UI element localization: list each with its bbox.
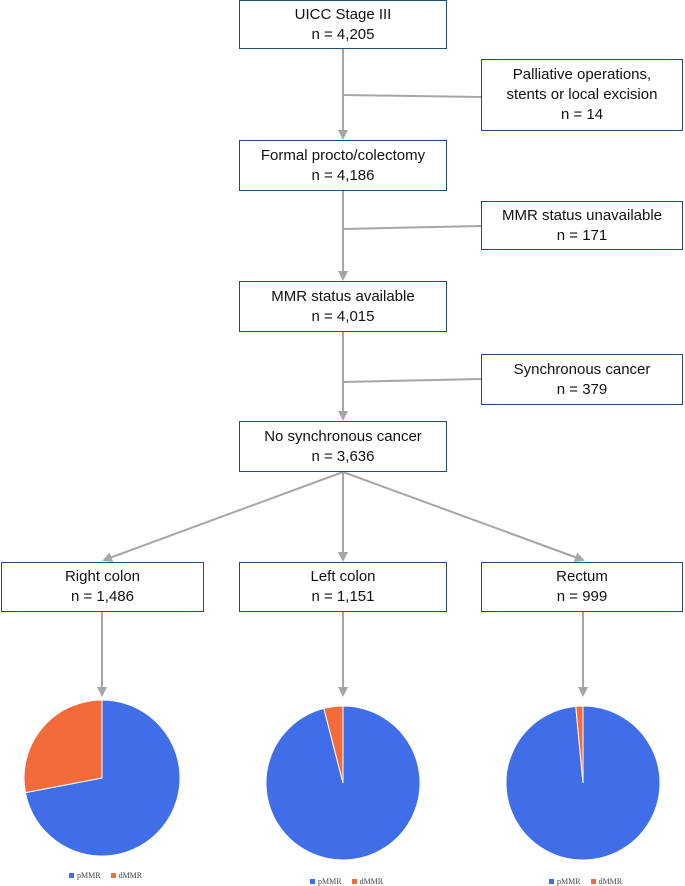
right-colon-box: Right colon n = 1,486 [1, 562, 204, 612]
right-colon-label: Right colon [64, 568, 141, 585]
left-colon-box: Left colon n = 1,151 [239, 562, 447, 612]
synchronous-label: Synchronous cancer [513, 360, 651, 378]
right-colon-count: n = 1,486 [71, 588, 134, 605]
mmr-available-label: MMR status available [271, 287, 415, 305]
legend-item-pmmr: pMMR [310, 877, 342, 886]
legend-item-pmmr: pMMR [69, 871, 101, 880]
mmr-available-box: MMR status available n = 4,015 [239, 281, 447, 332]
legend-label-dmmr: dMMR [359, 877, 384, 886]
pmmr-swatch-icon [310, 879, 315, 884]
arrow-nosync-to-rectum [342, 471, 585, 562]
branch-synchronous [342, 378, 482, 383]
dmmr-swatch-icon [590, 879, 596, 884]
rectum-box: Rectum n = 999 [481, 562, 683, 612]
left-colon-count: n = 1,151 [311, 588, 375, 605]
formal-count: n = 4,186 [311, 166, 375, 184]
palliative-exclusion-box: Palliative operations, stents or local e… [481, 59, 683, 131]
rectum-label: Rectum [556, 568, 608, 585]
branch-palliative [342, 94, 482, 98]
legend-label-dmmr: dMMR [598, 877, 623, 886]
synchronous-cancer-box: Synchronous cancer n = 379 [481, 354, 683, 405]
synchronous-count: n = 379 [556, 380, 608, 398]
rectum-count: n = 999 [556, 588, 608, 605]
legend-label-dmmr: dMMR [118, 871, 143, 880]
legend-item-dmmr: dMMR [590, 877, 623, 886]
pmmr-swatch-icon [69, 873, 74, 878]
palliative-label-1: Palliative operations, [512, 66, 652, 83]
legend-label-pmmr: pMMR [318, 877, 342, 886]
dmmr-swatch-icon [351, 879, 357, 884]
branch-mmr-unavailable [342, 225, 482, 230]
legend-item-dmmr: dMMR [351, 877, 384, 886]
legend-label-pmmr: pMMR [77, 871, 101, 880]
pie-slice-dmmr [23, 699, 103, 794]
left-colon-label: Left colon [310, 568, 376, 585]
mmr-unavailable-box: MMR status unavailable n = 171 [481, 201, 683, 250]
legend-right-colon: pMMR dMMR [69, 871, 142, 880]
palliative-count: n = 14 [560, 106, 604, 123]
arrow-nosync-to-right [102, 471, 344, 562]
stage3-box: UICC Stage III n = 4,205 [239, 0, 447, 49]
mmr-unavailable-label: MMR status unavailable [501, 206, 663, 224]
pie-slice-dmmr [575, 705, 584, 784]
pie-slice-pmmr [24, 699, 181, 857]
stage3-label: UICC Stage III [294, 5, 392, 23]
pie-slice-dmmr [323, 705, 344, 784]
no-synchronous-count: n = 3,636 [311, 447, 375, 465]
formal-colectomy-box: Formal procto/colectomy n = 4,186 [239, 140, 447, 191]
legend-label-pmmr: pMMR [557, 877, 581, 886]
no-synchronous-box: No synchronous cancer n = 3,636 [239, 421, 447, 472]
mmr-unavailable-count: n = 171 [556, 226, 608, 244]
legend-item-pmmr: pMMR [549, 877, 581, 886]
pmmr-swatch-icon [549, 879, 554, 884]
no-synchronous-label: No synchronous cancer [264, 427, 422, 445]
stage3-count: n = 4,205 [311, 25, 375, 43]
formal-label: Formal procto/colectomy [260, 146, 426, 164]
palliative-label-2: stents or local excision [506, 86, 658, 103]
legend-item-dmmr: dMMR [110, 871, 143, 880]
mmr-available-count: n = 4,015 [311, 307, 375, 325]
legend-rectum: pMMR dMMR [549, 877, 622, 886]
dmmr-swatch-icon [110, 873, 116, 878]
legend-left-colon: pMMR dMMR [310, 877, 383, 886]
